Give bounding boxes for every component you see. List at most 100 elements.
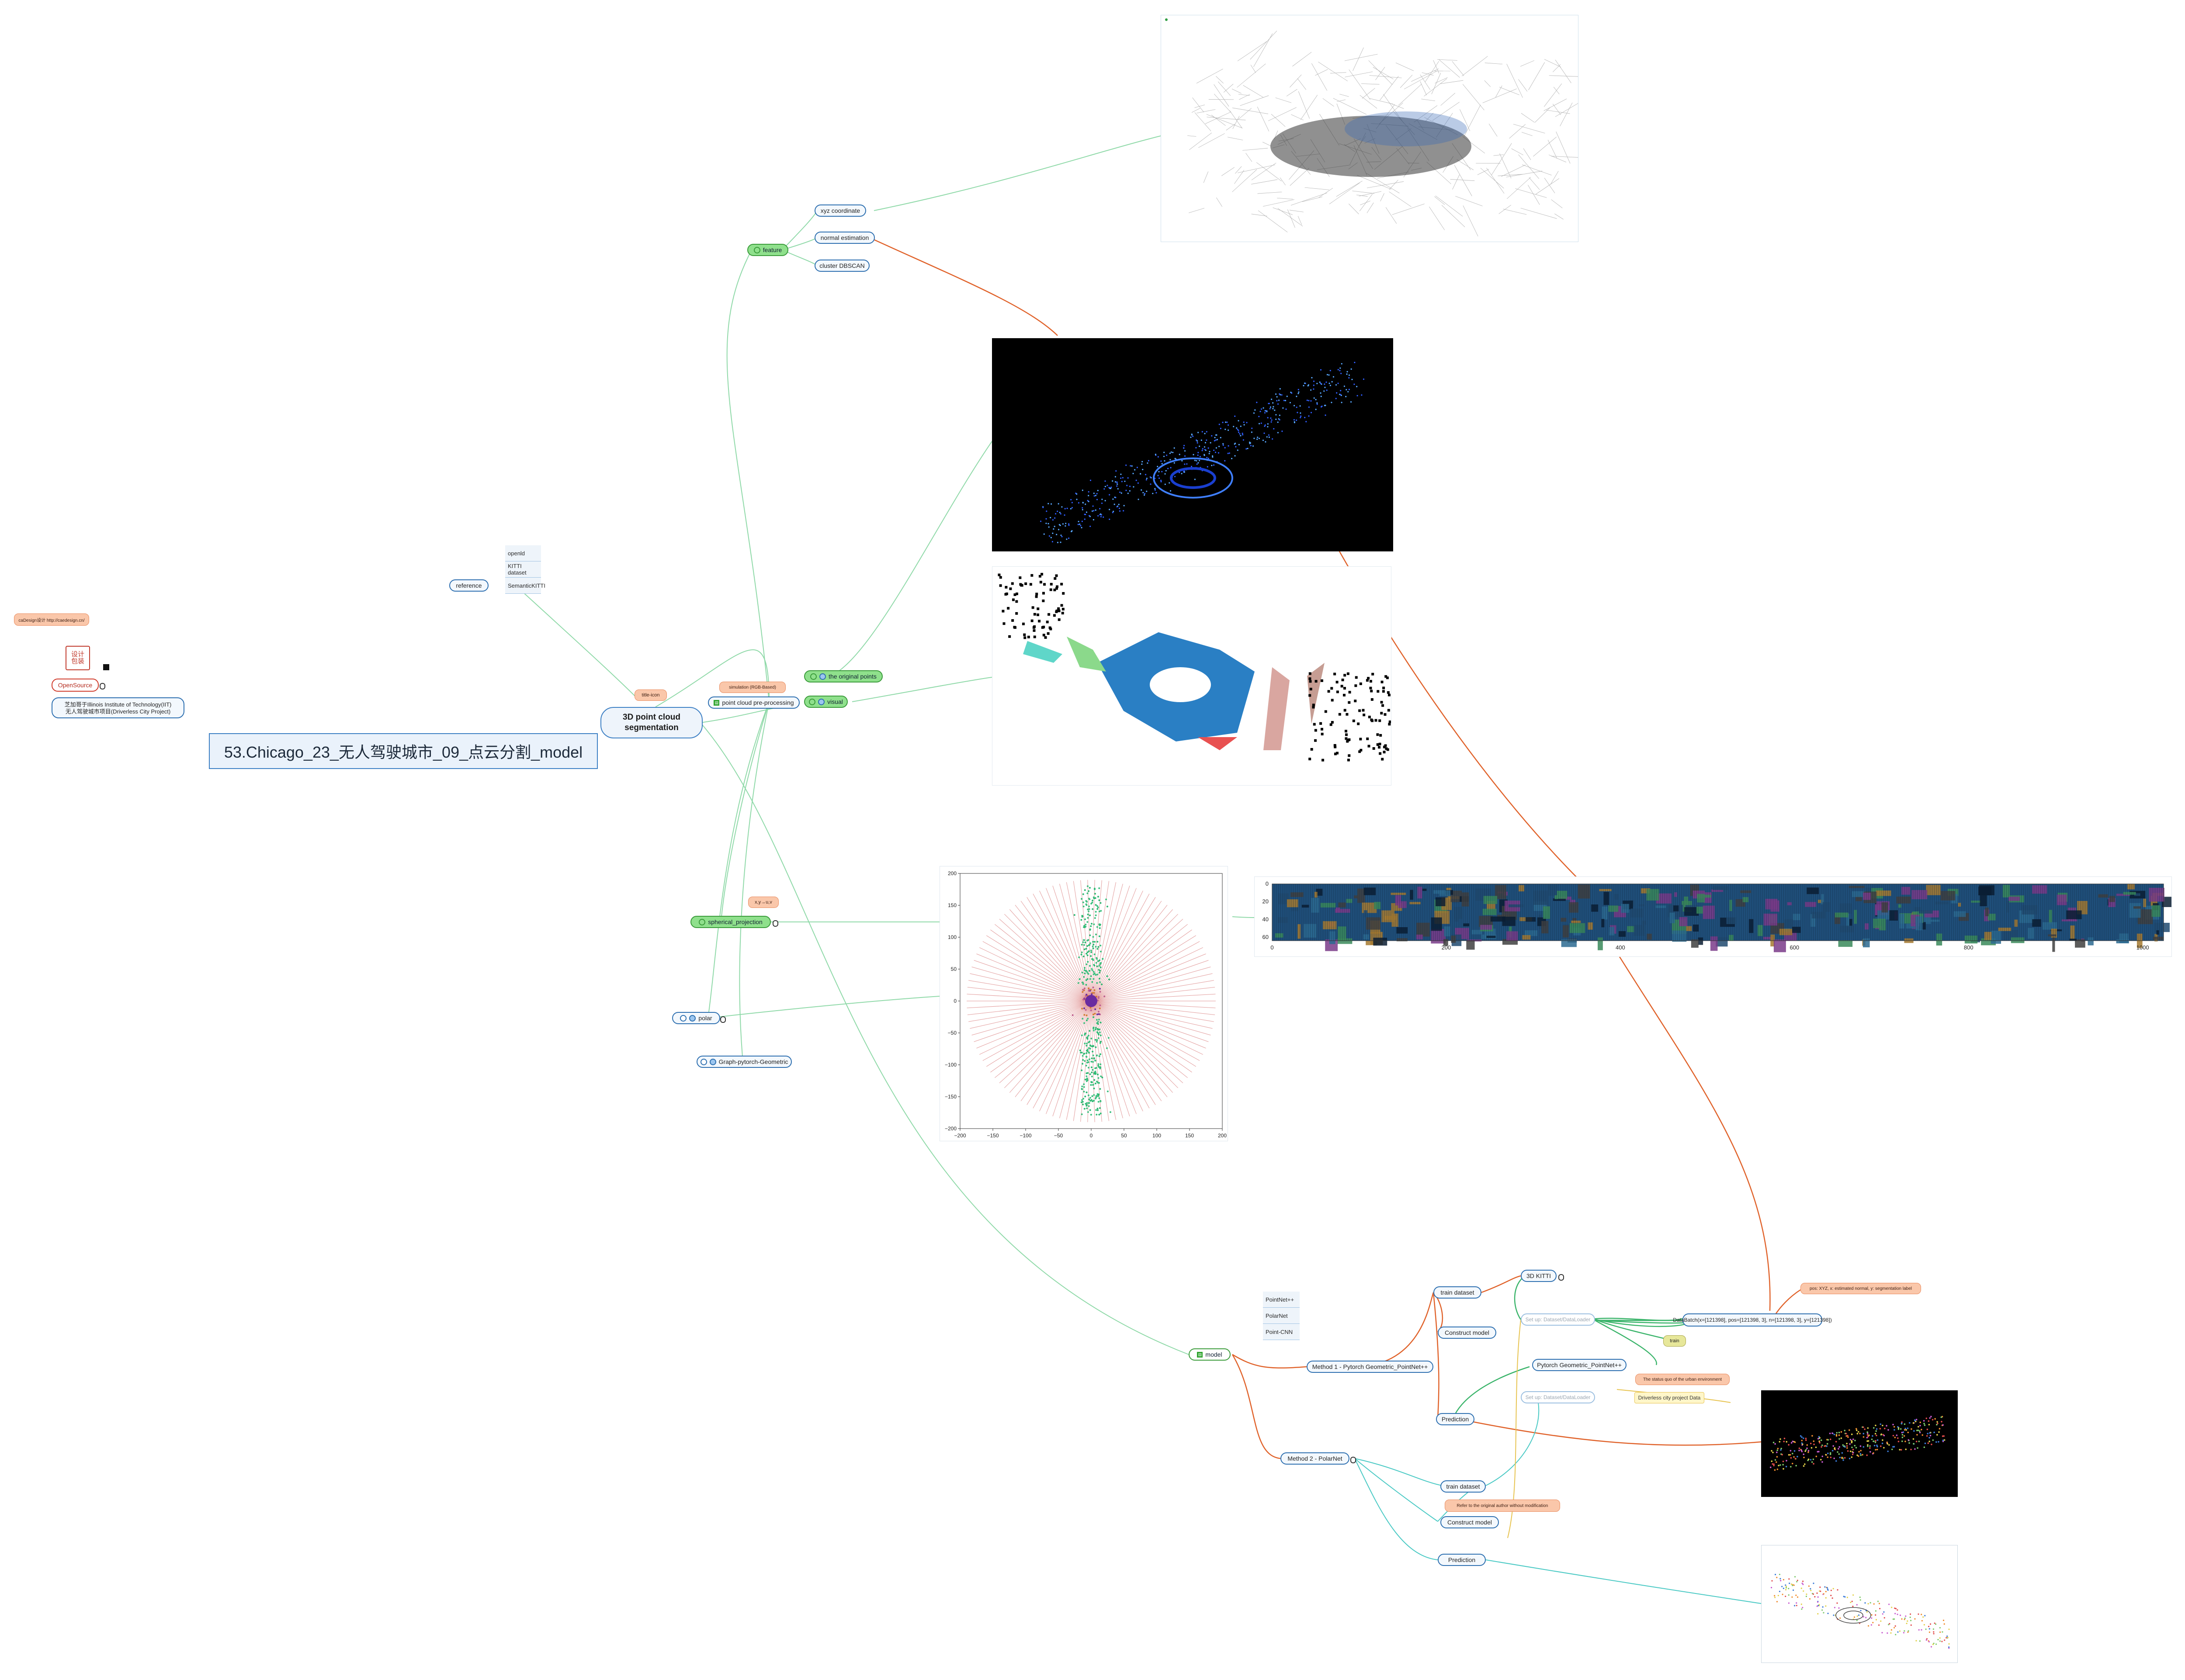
scatter-point bbox=[1095, 974, 1097, 976]
point-cloud-dot bbox=[1310, 412, 1312, 413]
institute-node[interactable]: 芝加哥于Illinois Institute of Technology(IIT… bbox=[52, 697, 184, 718]
predicted-point bbox=[1905, 1448, 1907, 1450]
scatter-point bbox=[1089, 1100, 1091, 1102]
predicted-point bbox=[1911, 1428, 1912, 1430]
attachment-icon[interactable] bbox=[1350, 1457, 1356, 1463]
attachment-icon[interactable] bbox=[100, 683, 105, 689]
point-cloud-dot bbox=[1250, 445, 1252, 447]
predicted-point bbox=[1868, 1434, 1870, 1436]
point-cloud-dot bbox=[1152, 492, 1154, 495]
normal-vector-stroke bbox=[1488, 124, 1498, 137]
point-cloud-dot bbox=[1112, 480, 1113, 482]
scatter-point bbox=[1096, 1054, 1098, 1056]
point-cloud-dot bbox=[1108, 487, 1110, 488]
databatch-node[interactable]: DataBatch(x=[121398], pos=[121398, 3], n… bbox=[1673, 1313, 1832, 1327]
feature-node[interactable]: feature bbox=[747, 244, 788, 256]
unlabeled-point bbox=[1033, 613, 1036, 616]
scatter-point bbox=[1088, 908, 1090, 910]
kitti-node[interactable]: 3D KITTI bbox=[1521, 1270, 1557, 1282]
predicted-point bbox=[1845, 1433, 1847, 1434]
unlabeled-point bbox=[1008, 635, 1011, 638]
predicted-point bbox=[1900, 1449, 1902, 1451]
model-list-item[interactable]: Point-CNN bbox=[1263, 1324, 1300, 1340]
m1-prediction-node[interactable]: Prediction bbox=[1436, 1413, 1474, 1425]
scatter-point bbox=[1096, 941, 1099, 943]
ray-line bbox=[1091, 905, 1168, 1001]
scatter-point bbox=[1089, 978, 1092, 980]
opensource-node[interactable]: OpenSource bbox=[52, 679, 99, 692]
visual-node[interactable]: visual bbox=[804, 696, 848, 708]
xyz-coordinate-node[interactable]: xyz coordinate bbox=[815, 204, 866, 217]
predicted-point bbox=[1859, 1453, 1862, 1455]
scatter-point bbox=[1088, 1047, 1090, 1049]
model-list-item[interactable]: PolarNet bbox=[1263, 1308, 1300, 1324]
predicted-point bbox=[1942, 1424, 1944, 1426]
unlabeled-point bbox=[1033, 629, 1036, 632]
x-tick-label: 800 bbox=[1964, 944, 1973, 951]
predicted-point bbox=[1932, 1643, 1934, 1645]
model-node[interactable]: ▤model bbox=[1189, 1348, 1231, 1361]
reference-item[interactable]: openld bbox=[505, 545, 541, 561]
point-cloud-dot bbox=[1192, 436, 1194, 437]
range-pixel-block bbox=[1335, 909, 1350, 913]
scatter-point bbox=[1097, 1065, 1099, 1067]
attachment-icon[interactable] bbox=[773, 920, 778, 927]
normal-vector-stroke bbox=[1258, 210, 1288, 232]
m1-setup-dataloader-node-2[interactable]: Set up: Dataset/DataLoader bbox=[1521, 1391, 1595, 1403]
point-cloud-dot bbox=[1279, 414, 1280, 416]
range-pixel-block bbox=[1506, 931, 1518, 941]
scatter-point bbox=[1090, 951, 1092, 953]
method1-node[interactable]: Method 1 - Pytorch Geometric_PointNet++ bbox=[1307, 1361, 1433, 1373]
point-cloud-dot bbox=[1145, 479, 1147, 481]
reference-item[interactable]: KITTI dataset bbox=[505, 561, 541, 578]
original-points-node[interactable]: the original points bbox=[804, 670, 883, 682]
predicted-point bbox=[1808, 1585, 1810, 1587]
x-tick-label: 200 bbox=[1218, 1133, 1227, 1139]
m2-refer-tag: Refer to the original author without mod… bbox=[1445, 1500, 1560, 1512]
scatter-point bbox=[1096, 926, 1098, 928]
status-quo-tag: The status quo of the urban environment bbox=[1635, 1374, 1730, 1385]
point-cloud-dot bbox=[1311, 377, 1313, 379]
website-link[interactable]: caDesign设计 http://caedesign.cn/ bbox=[14, 613, 89, 626]
unlabeled-point bbox=[1054, 577, 1057, 580]
model-list-item[interactable]: PointNet++ bbox=[1263, 1292, 1300, 1308]
scatter-point bbox=[1091, 1057, 1093, 1060]
normal-vector-stroke bbox=[1229, 110, 1242, 128]
predicted-point bbox=[1774, 1597, 1776, 1598]
m1-construct-model-node[interactable]: Construct model bbox=[1438, 1327, 1496, 1339]
scatter-point bbox=[1092, 971, 1095, 973]
preprocessing-node[interactable]: ▤point cloud pre-processing bbox=[708, 696, 800, 709]
method2-node[interactable]: Method 2 - PolarNet bbox=[1280, 1452, 1349, 1465]
predicted-point bbox=[1790, 1442, 1793, 1444]
predicted-point bbox=[1801, 1442, 1803, 1444]
m2-prediction-node[interactable]: Prediction bbox=[1438, 1554, 1486, 1566]
predicted-point bbox=[1782, 1593, 1783, 1595]
unlabeled-point bbox=[1347, 738, 1350, 741]
reference-item[interactable]: SemanticKITTI bbox=[505, 578, 545, 594]
cluster-dbscan-node[interactable]: cluster DBSCAN bbox=[815, 260, 870, 272]
point-cloud-dot bbox=[1272, 408, 1274, 409]
spherical-projection-node[interactable]: spherical_projection bbox=[690, 916, 771, 928]
predicted-point bbox=[1776, 1576, 1778, 1578]
m1-setup-dataloader-node[interactable]: Set up: Dataset/DataLoader bbox=[1521, 1313, 1595, 1326]
predicted-point bbox=[1915, 1640, 1917, 1642]
scatter-point bbox=[1092, 959, 1094, 961]
center-topic[interactable]: 3D point cloud segmentation bbox=[600, 707, 703, 738]
pointnet-node[interactable]: Pytorch Geometric_PointNet++ bbox=[1532, 1359, 1627, 1371]
predicted-point bbox=[1884, 1427, 1886, 1430]
m1-train-dataset-node[interactable]: train dataset bbox=[1433, 1286, 1481, 1299]
attachment-icon[interactable] bbox=[1558, 1274, 1564, 1281]
predicted-point bbox=[1813, 1463, 1814, 1465]
predicted-point bbox=[1785, 1595, 1786, 1597]
point-cloud-dot bbox=[1204, 433, 1206, 434]
attachment-icon[interactable] bbox=[720, 1016, 726, 1023]
polar-node[interactable]: polar bbox=[672, 1012, 720, 1024]
root-title[interactable]: 53.Chicago_23_无人驾驶城市_09_点云分割_model bbox=[209, 733, 598, 769]
reference-node[interactable]: reference bbox=[449, 579, 489, 592]
m2-train-dataset-node[interactable]: train dataset bbox=[1440, 1480, 1486, 1493]
point-cloud-dot bbox=[1120, 477, 1122, 479]
normal-estimation-node[interactable]: normal estimation bbox=[815, 232, 875, 244]
m2-construct-model-node[interactable]: Construct model bbox=[1440, 1516, 1499, 1528]
range-pixel-block bbox=[1835, 912, 1849, 918]
graph-geometric-node[interactable]: Graph-pytorch-Geometric bbox=[697, 1056, 792, 1068]
